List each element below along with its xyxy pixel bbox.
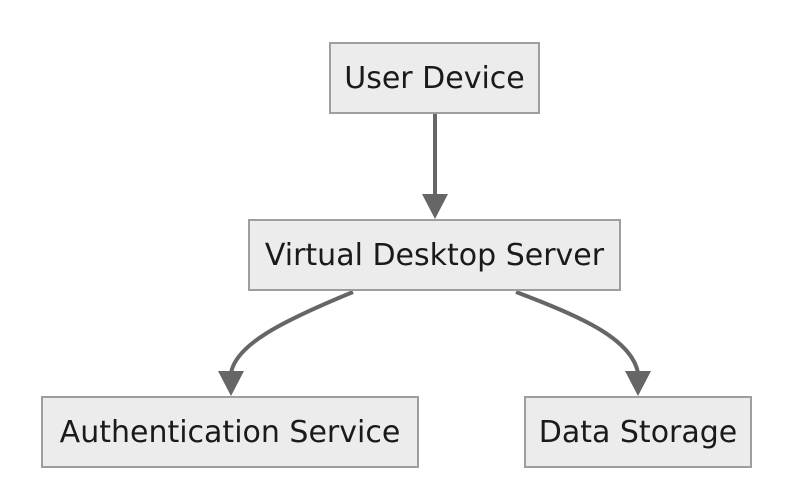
node-user-device: User Device <box>329 42 540 114</box>
node-virtual-desktop-server: Virtual Desktop Server <box>248 219 621 291</box>
node-authentication-service: Authentication Service <box>41 396 419 468</box>
arrowhead-icon <box>218 371 244 396</box>
node-data-storage: Data Storage <box>524 396 752 468</box>
node-label: Virtual Desktop Server <box>264 237 605 273</box>
node-label: Authentication Service <box>59 414 401 450</box>
node-label: Data Storage <box>538 414 738 450</box>
arrowhead-icon <box>625 371 651 396</box>
node-label: User Device <box>344 60 525 96</box>
edge-virtual-desktop-server-to-authentication-service <box>229 290 354 374</box>
edge-virtual-desktop-server-to-data-storage <box>515 290 640 374</box>
arrowhead-icon <box>422 194 448 219</box>
